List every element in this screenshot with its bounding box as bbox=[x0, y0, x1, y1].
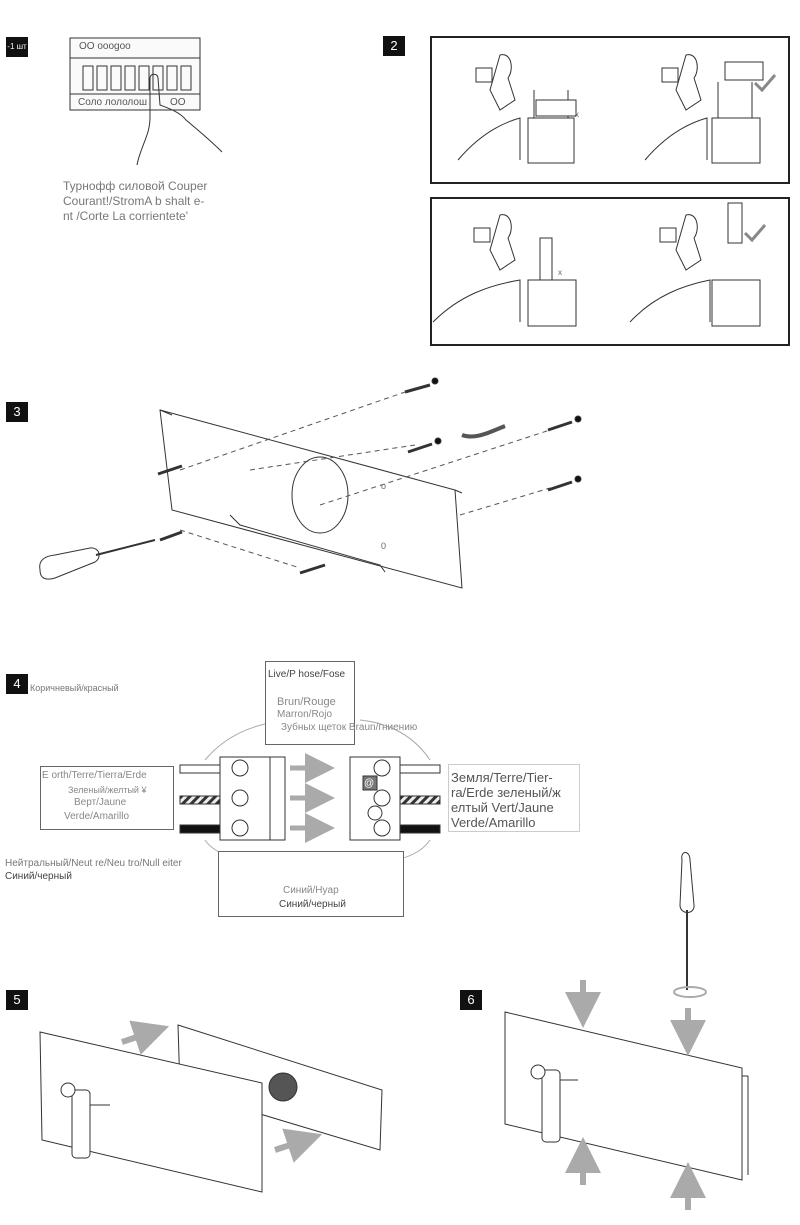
bedroom-scene-4 bbox=[629, 202, 767, 327]
step-5-badge: 5 bbox=[6, 990, 28, 1010]
earth-left-line-2: Зеленый/желтый ¥ bbox=[68, 785, 147, 795]
live-line-1: Brun/Rouge bbox=[277, 696, 336, 708]
earth-right-label-box: Земля/Terre/Tier- ra/Erde зеленый/ж елты… bbox=[448, 764, 580, 832]
step-1-caption: Турнофф силовой Couper Courant!/StromA b… bbox=[63, 179, 223, 224]
step-2-panel-top bbox=[430, 36, 790, 184]
step-2-badge: 2 bbox=[383, 36, 405, 56]
breaker-panel-bottom-right-label: OO bbox=[170, 97, 186, 108]
step-2-mark-x2: x bbox=[558, 268, 562, 277]
step-6-badge: 6 bbox=[460, 990, 482, 1010]
wiring-arrows bbox=[290, 753, 335, 843]
wiring-diagram bbox=[179, 719, 441, 863]
breaker-panel-bottom-label: Соло лололош bbox=[78, 97, 147, 108]
earth-left-label-box: E orth/Terre/Tierra/Erde Зеленый/желтый … bbox=[40, 766, 174, 830]
earth-right-line-1: Земля/Terre/Tier- bbox=[451, 770, 553, 785]
earth-right-line-3: елтый Vert/Jaune bbox=[451, 800, 554, 815]
step-5-arrows bbox=[121, 1020, 323, 1163]
step-4-badge: 4 bbox=[6, 674, 28, 694]
step-6-assembly bbox=[504, 852, 749, 1181]
neutral-line-2: Синий/черный bbox=[5, 871, 72, 882]
step-3-mark-a: o bbox=[381, 481, 387, 491]
live-line-3: Зубных щеток Braun/гниению bbox=[281, 722, 418, 733]
step-1-caption-line-2: Courant!/StromA b shalt e- bbox=[63, 194, 205, 208]
live-title: Live/P hose/Fose bbox=[268, 669, 346, 680]
bedroom-scene-1 bbox=[457, 54, 577, 164]
neutral-box-line-2: Синий/черный bbox=[279, 899, 346, 910]
earth-left-line-1: E orth/Terre/Tierra/Erde bbox=[42, 770, 147, 781]
screws bbox=[157, 377, 582, 575]
step-2-mark-x: x bbox=[575, 110, 579, 119]
neutral-line-1: Нейтральный/Neut re/Neu tro/Null eiter bbox=[5, 858, 182, 869]
neutral-box-line-1: Синий/Hyap bbox=[283, 885, 339, 896]
step-1-caption-line-3: nt /Corte La corrientete' bbox=[63, 209, 189, 223]
mounting-plate bbox=[159, 409, 463, 589]
earth-terminal-symbol: @ bbox=[364, 778, 375, 789]
step-1-caption-line-1: Турнофф силовой Couper bbox=[63, 179, 208, 193]
step-3-mark-b: 0 bbox=[381, 541, 387, 551]
earth-right-line-2: ra/Erde зеленый/ж bbox=[451, 785, 561, 800]
earth-right-line-4: Verde/Amarillo bbox=[451, 815, 536, 830]
bedroom-scene-3 bbox=[432, 214, 577, 327]
dashed-guides bbox=[179, 391, 551, 569]
live-line-2: Marron/Rojo bbox=[277, 709, 333, 720]
step-6-arrows bbox=[565, 980, 706, 1210]
screwdriver bbox=[39, 539, 156, 580]
bedroom-scene-2 bbox=[644, 54, 777, 164]
earth-left-line-4: Verde/Amarillo bbox=[64, 811, 130, 822]
wire-label-brown-red: Коричневый/красный bbox=[30, 683, 119, 693]
neutral-label-box: Синий/Hyap Синий/черный bbox=[218, 851, 404, 917]
step-1-badge: -1 шт bbox=[6, 37, 28, 57]
earth-left-line-3: Верт/Jaune bbox=[74, 797, 127, 808]
live-wire-label-box: Live/P hose/Fose Brun/Rouge Marron/Rojo bbox=[265, 661, 355, 745]
step-3-badge: 3 bbox=[6, 402, 28, 422]
breaker-panel bbox=[69, 37, 223, 166]
step-5-assembly bbox=[39, 1024, 383, 1193]
breaker-panel-top-label: OO ooogoo bbox=[79, 41, 131, 52]
